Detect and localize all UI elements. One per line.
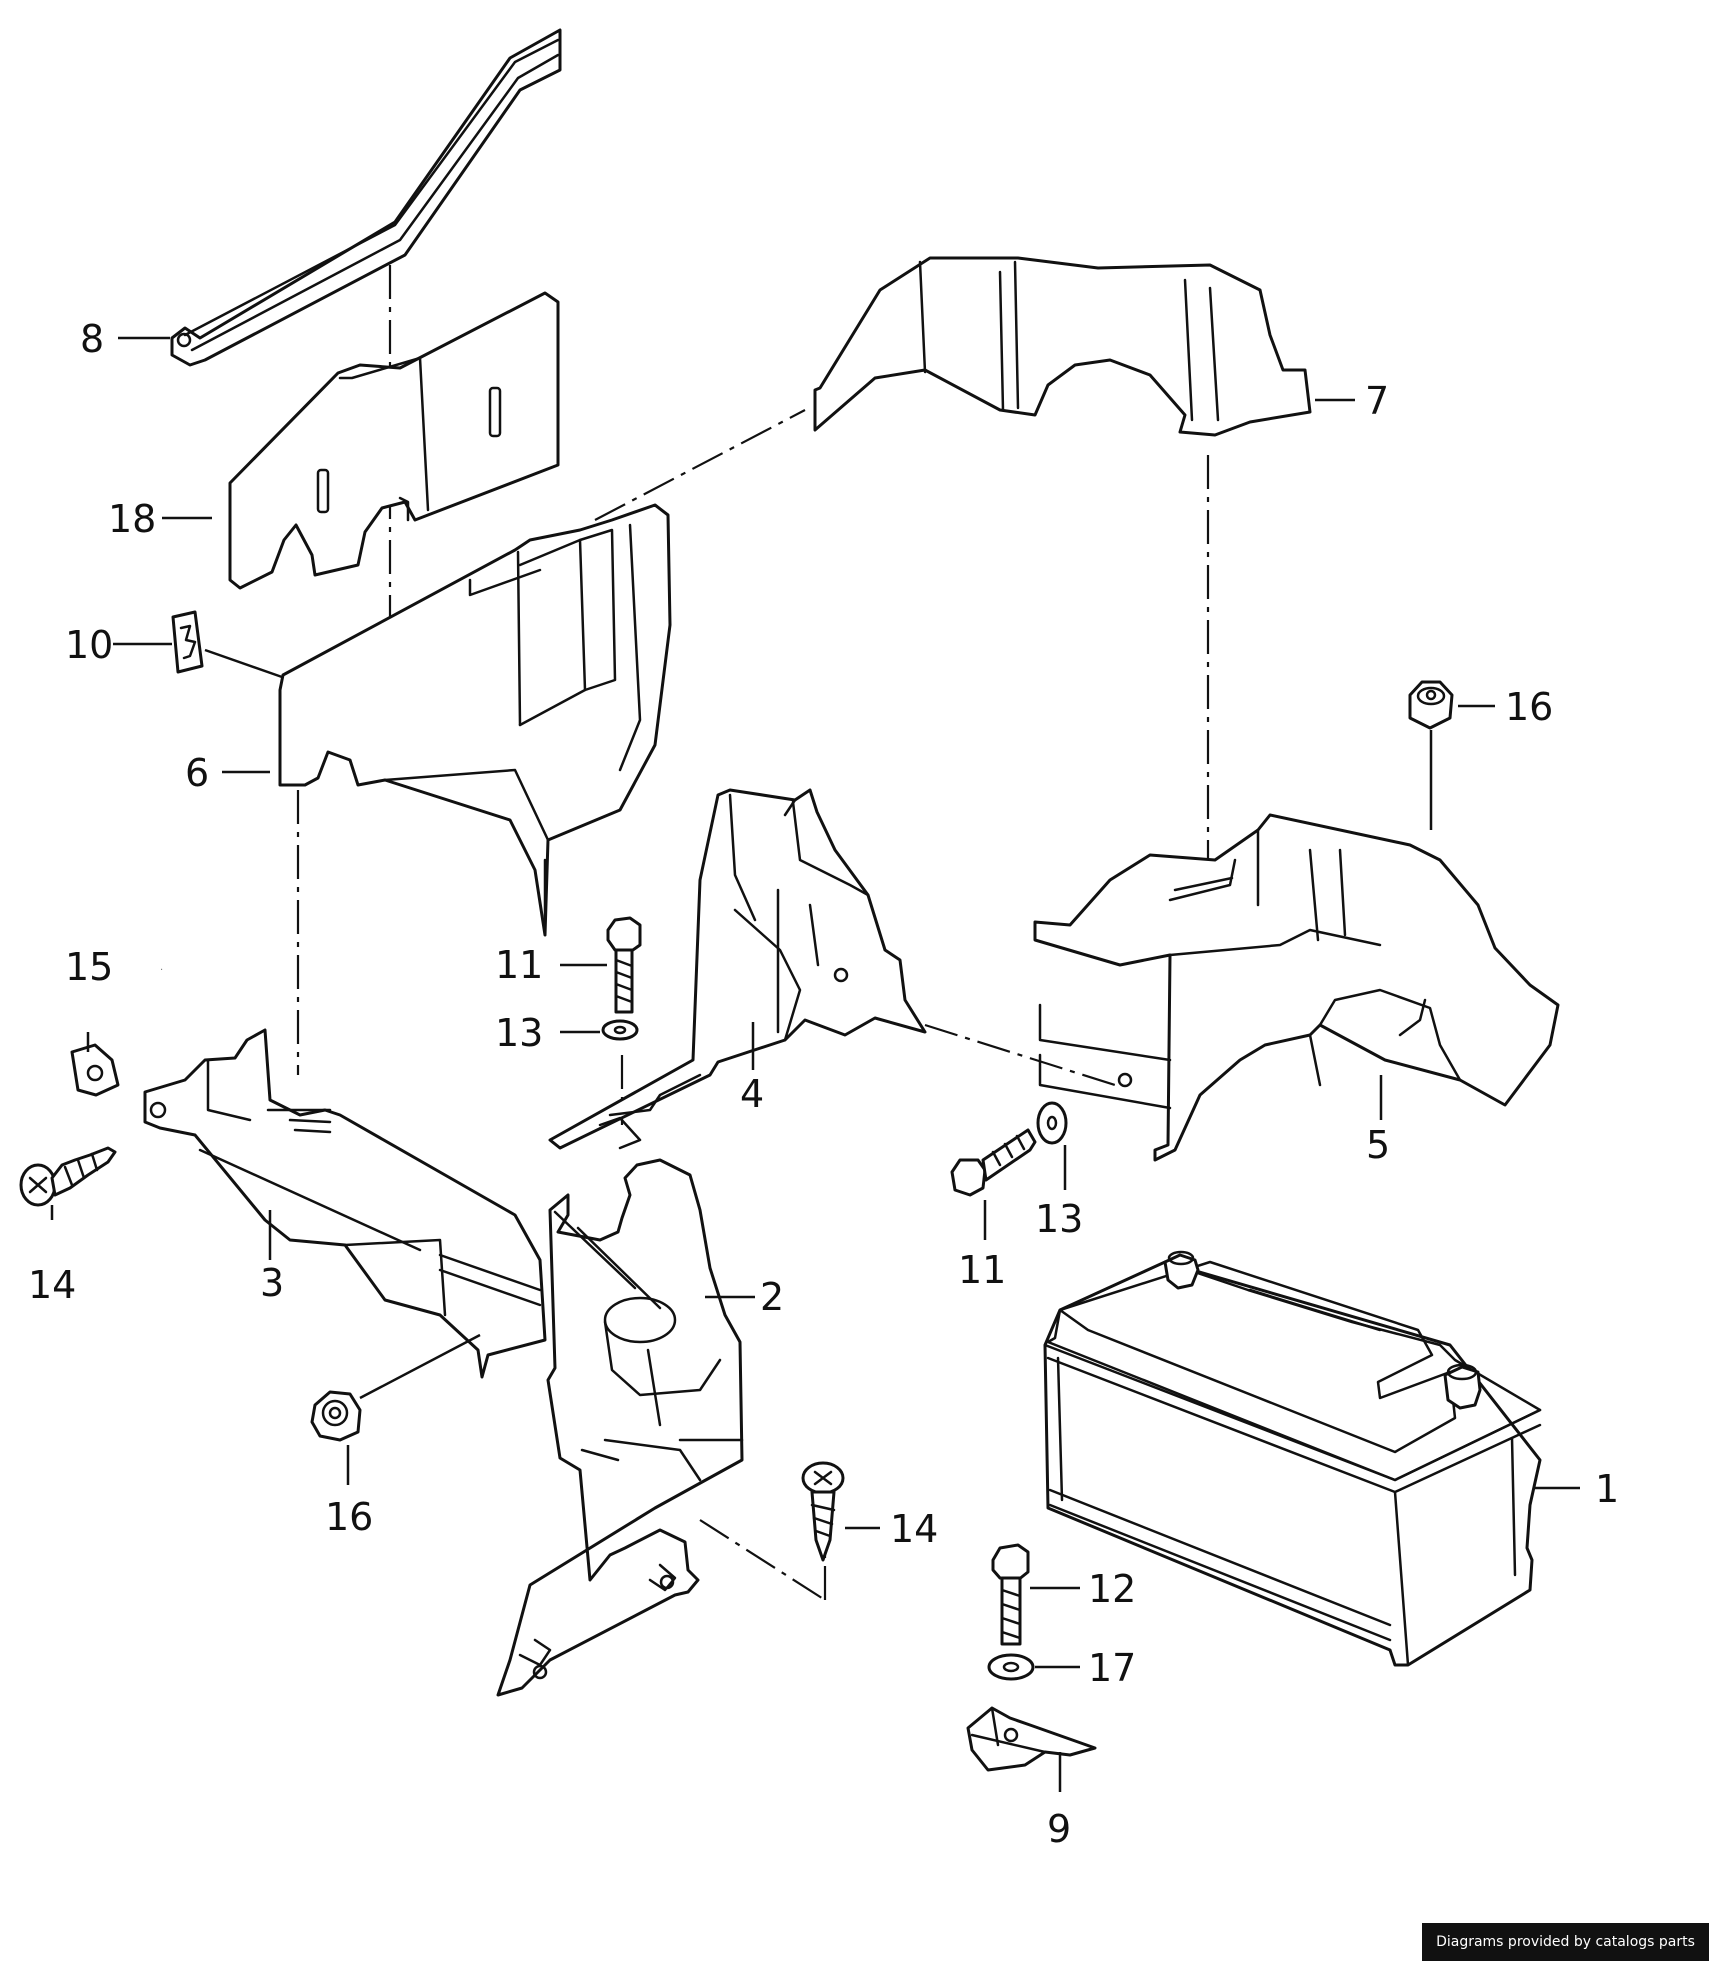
callout-7: 7 bbox=[1365, 379, 1389, 423]
callout-4: 4 bbox=[740, 1072, 764, 1116]
callout-3: 3 bbox=[260, 1261, 284, 1305]
part-14-screw-right bbox=[801, 1461, 845, 1562]
callout-14: 14 bbox=[28, 1263, 76, 1307]
callout-9: 9 bbox=[1047, 1807, 1071, 1851]
callout-17: 17 bbox=[1088, 1646, 1136, 1690]
callout-8: 8 bbox=[80, 317, 104, 361]
part-13-washer-lower bbox=[1036, 1101, 1068, 1145]
part-7-upper-cover bbox=[813, 256, 1312, 437]
callout-12: 12 bbox=[1088, 1567, 1136, 1611]
leader-lines bbox=[50, 336, 1580, 1792]
part-11-bolt-lower bbox=[950, 1128, 1037, 1197]
part-4-bracket bbox=[548, 788, 927, 1150]
callout-labels: 8 18 10 6 7 16 11 13 4 5 15 14 3 11 13 2… bbox=[28, 317, 1619, 1851]
part-8-seal-strip bbox=[170, 28, 562, 367]
callout-18: 18 bbox=[108, 497, 156, 541]
callout-11: 11 bbox=[495, 943, 543, 987]
part-12-bolt bbox=[991, 1543, 1030, 1646]
callout-16: 16 bbox=[1505, 685, 1553, 729]
part-10-clip bbox=[171, 610, 204, 674]
callout-2: 2 bbox=[760, 1275, 784, 1319]
callout-10: 10 bbox=[65, 623, 113, 667]
part-13-washer-upper bbox=[601, 1019, 639, 1041]
part-2-bracket bbox=[496, 1158, 744, 1697]
part-5-housing bbox=[1033, 813, 1560, 1162]
speck-mark: · bbox=[160, 965, 163, 976]
callout-1: 1 bbox=[1595, 1467, 1619, 1511]
part-1-battery bbox=[1043, 1250, 1542, 1667]
credit-banner: Diagrams provided by catalogs parts bbox=[1422, 1923, 1709, 1961]
callout-13: 13 bbox=[495, 1011, 543, 1055]
callout-14: 14 bbox=[890, 1507, 938, 1551]
part-15-clip bbox=[70, 1043, 120, 1097]
callout-15: 15 bbox=[65, 945, 113, 989]
part-14-screw-left bbox=[19, 1146, 117, 1207]
callout-13: 13 bbox=[1035, 1197, 1083, 1241]
credit-text: Diagrams provided by catalogs parts bbox=[1436, 1934, 1695, 1950]
part-6-side-cover bbox=[278, 503, 672, 937]
callout-16: 16 bbox=[325, 1495, 373, 1539]
part-18-insulation-plate bbox=[228, 291, 560, 590]
part-3-bracket bbox=[143, 1028, 547, 1379]
part-16-nut-lower bbox=[310, 1333, 481, 1442]
part-17-washer bbox=[987, 1653, 1035, 1681]
callout-5: 5 bbox=[1366, 1123, 1390, 1167]
part-11-bolt-upper bbox=[606, 916, 642, 1014]
part-16-nut-upper bbox=[1408, 680, 1454, 830]
part-9-clamp bbox=[966, 1706, 1097, 1772]
callout-6: 6 bbox=[185, 751, 209, 795]
callout-11: 11 bbox=[958, 1248, 1006, 1292]
